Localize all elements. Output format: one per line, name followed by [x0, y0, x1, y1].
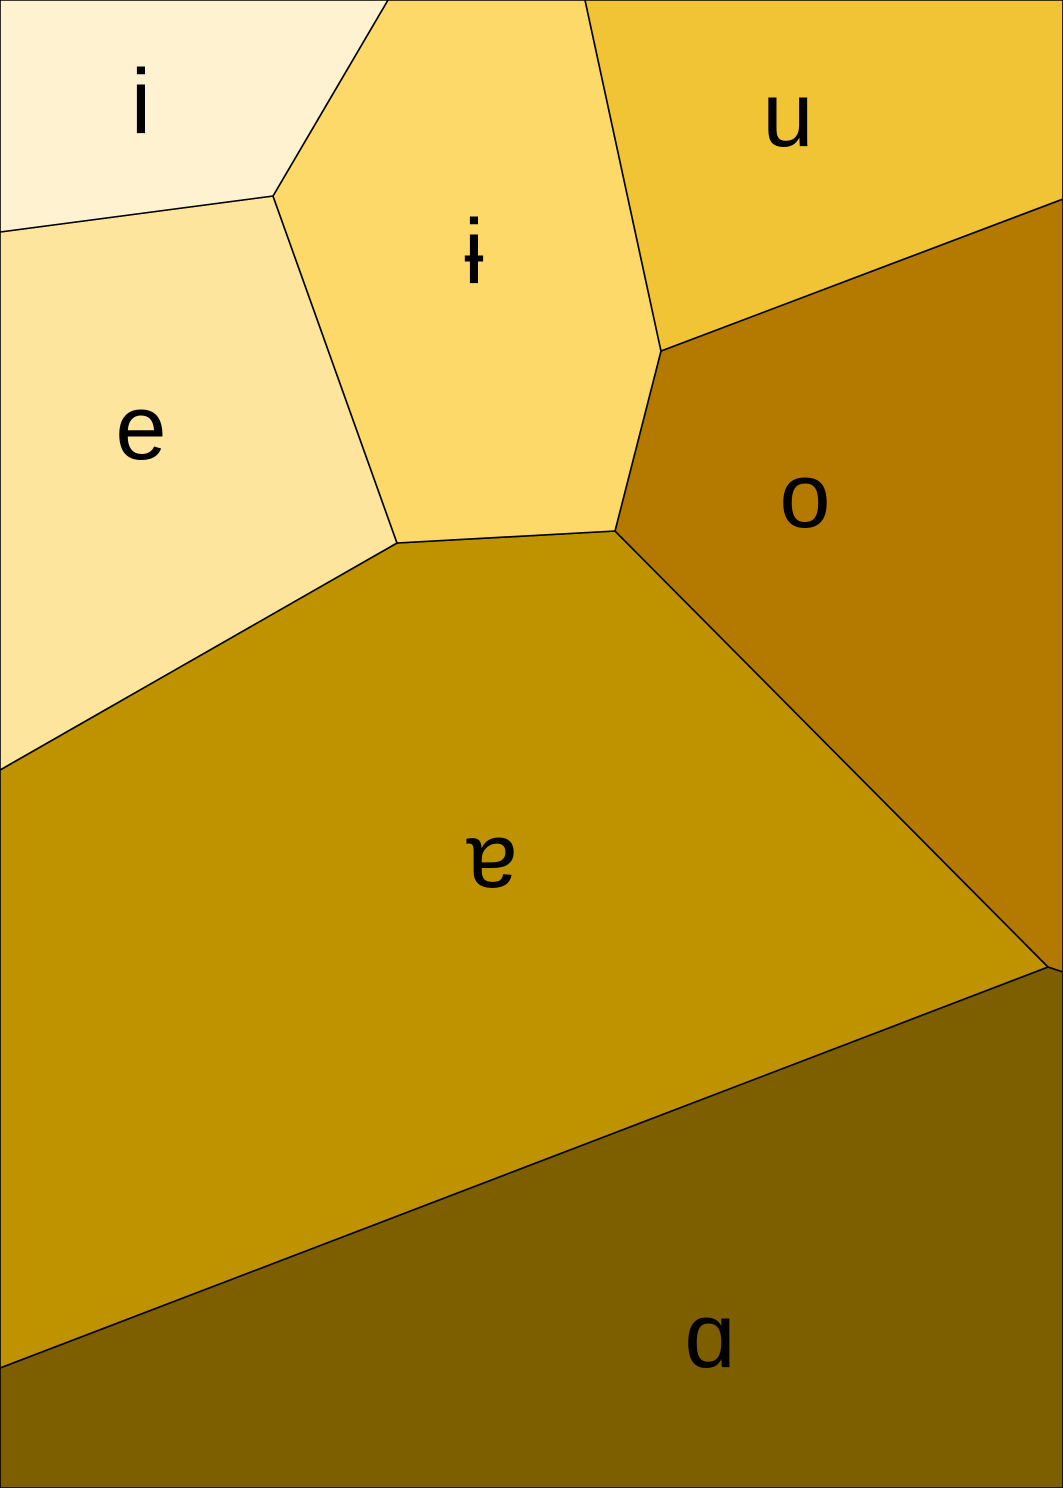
vowel-label-i: i [131, 51, 151, 153]
vowel-label-e: e [115, 377, 166, 479]
vowel-label-script-a: ɑ [684, 1285, 735, 1387]
vowel-label-o: o [779, 445, 830, 547]
vowel-label-barred-i: ɨ [464, 201, 484, 303]
cell-i [0, 0, 389, 233]
cell-u [584, 0, 1063, 352]
vowel-label-u: u [762, 64, 813, 166]
vowel-label-turned-a: ɐ [466, 805, 517, 907]
labels-layer: i ɨ u e o ɐ ɑ [115, 51, 830, 1387]
